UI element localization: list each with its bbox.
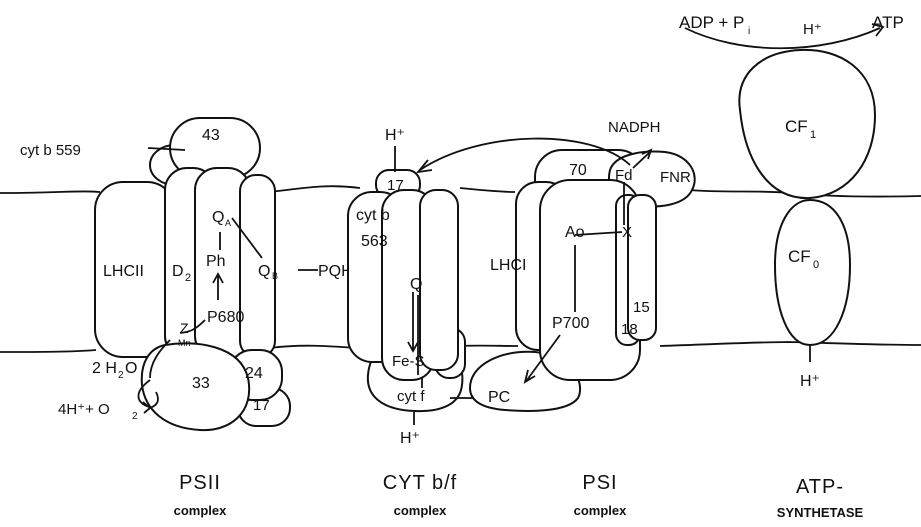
- label-18: 18: [621, 321, 638, 338]
- psi-complex: NADPH Fd FNR 70 Ao X LHCI P700 15 18 PC: [470, 119, 695, 411]
- caption-psii-sub: complex: [140, 503, 260, 518]
- label-cytf: cyt f: [397, 388, 425, 405]
- label-cf1: CF: [785, 117, 808, 136]
- protein-15: [628, 195, 656, 340]
- caption-cyt-main: CYT b/f: [360, 472, 480, 495]
- label-h-bottom-atp: H⁺: [800, 373, 820, 390]
- caption-atp-sub: SYNTHETASE: [745, 505, 895, 520]
- label-h-top-atp: H⁺: [803, 21, 822, 38]
- label-cf1-sub: 1: [810, 129, 816, 141]
- label-43: 43: [202, 127, 220, 144]
- label-qa-sub: A: [225, 218, 231, 228]
- label-563: 563: [361, 233, 388, 250]
- label-q: Q: [410, 276, 422, 293]
- label-33: 33: [192, 375, 210, 392]
- label-15: 15: [633, 299, 650, 316]
- label-pc: PC: [488, 389, 510, 406]
- cyt-bf-complex: H⁺ 17 cyt b 563 Q Fe-S cyt f H⁺: [348, 127, 488, 447]
- label-70: 70: [569, 162, 587, 179]
- caption-psii-main: PSII: [140, 472, 260, 495]
- caption-psi-main: PSI: [540, 472, 660, 495]
- label-p680: P680: [207, 309, 244, 326]
- caption-cyt: CYT b/f complex: [360, 472, 480, 518]
- label-pi-sub: i: [748, 26, 750, 37]
- label-adp-pi: ADP + P: [679, 13, 744, 32]
- label-h-top-cyt: H⁺: [385, 127, 405, 144]
- caption-psi: PSI complex: [540, 472, 660, 518]
- label-h-o2: 4H⁺+ O: [58, 401, 110, 418]
- atp-synthetase: ADP + P i H⁺ ATP CF 1 CF 0 H⁺: [679, 13, 904, 390]
- label-cytb559: cyt b 559: [20, 142, 81, 159]
- label-lhcii: LHCII: [103, 263, 144, 280]
- label-p700: P700: [552, 315, 589, 332]
- cyt-edge-block: [420, 190, 458, 370]
- label-h-bottom-cyt: H⁺: [400, 430, 420, 447]
- cf0-base: [775, 200, 850, 345]
- label-atp: ATP: [872, 13, 904, 32]
- label-z: Z: [180, 320, 189, 336]
- caption-atp-main: ATP-: [745, 476, 895, 499]
- label-nadph: NADPH: [608, 119, 661, 136]
- label-h2o-sub: 2: [118, 370, 124, 381]
- label-17-cyt: 17: [387, 177, 404, 194]
- label-qa: Q: [212, 209, 224, 226]
- label-x: X: [622, 224, 632, 241]
- label-cf0: CF: [788, 247, 811, 266]
- label-o2-sub: 2: [132, 411, 138, 422]
- label-d2-sub: 2: [185, 272, 191, 284]
- label-h2o-end: O: [125, 360, 137, 377]
- label-ph: Ph: [206, 253, 226, 270]
- label-cf0-sub: 0: [813, 259, 819, 271]
- label-24: 24: [245, 365, 263, 382]
- caption-atp: ATP- SYNTHETASE: [745, 476, 895, 520]
- label-qb-sub: B: [272, 271, 278, 281]
- label-qb: Q: [258, 263, 270, 280]
- label-lhci: LHCI: [490, 257, 526, 274]
- label-d2: D: [172, 263, 184, 280]
- label-17-psii: 17: [253, 397, 270, 414]
- caption-psi-sub: complex: [540, 503, 660, 518]
- caption-cyt-sub: complex: [360, 503, 480, 518]
- caption-psii: PSII complex: [140, 472, 260, 518]
- label-fes: Fe-S: [392, 353, 425, 370]
- label-cytb: cyt b: [356, 207, 390, 224]
- label-fnr: FNR: [660, 169, 691, 186]
- label-ao: Ao: [565, 224, 585, 241]
- label-h2o: 2 H: [92, 360, 117, 377]
- label-fd: Fd: [615, 167, 633, 184]
- label-mn: Mn: [178, 338, 191, 348]
